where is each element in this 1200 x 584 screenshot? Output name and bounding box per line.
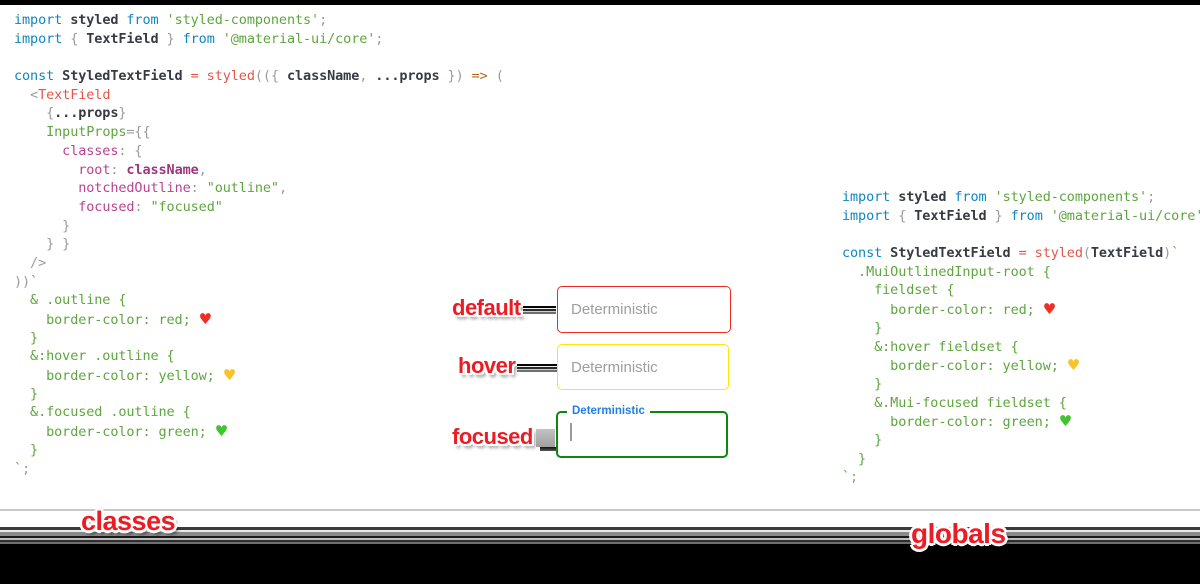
textfield-focused[interactable]: Deterministic [556,405,728,458]
annotation-default-label: default [452,295,521,320]
textfield-focused-input[interactable] [558,413,726,456]
left-code-block: import styled from 'styled-components';i… [14,12,504,477]
footer-label-globals: globals [911,518,1006,549]
textfield-hover[interactable] [557,344,729,390]
connector-block-focused [535,429,570,451]
annotation-focused-label: focused [452,424,533,449]
textfield-hover-input[interactable] [558,345,728,389]
textfield-focused-notch-label: Deterministic [567,405,650,418]
annotation-default: default [452,295,556,321]
annotation-hover: hover [458,353,564,379]
connector-stripe-hover [517,364,564,374]
right-code-block: import styled from 'styled-components';i… [842,189,1200,486]
top-border-bar [0,0,1200,5]
bottom-band [0,505,1200,584]
annotation-hover-label: hover [458,353,516,378]
textfield-default[interactable] [557,286,731,333]
textfield-default-input[interactable] [558,287,730,332]
connector-stripe-default [522,306,556,316]
footer-label-classes: classes [81,506,176,536]
annotation-focused: focused [452,424,570,451]
text-caret [570,423,572,441]
